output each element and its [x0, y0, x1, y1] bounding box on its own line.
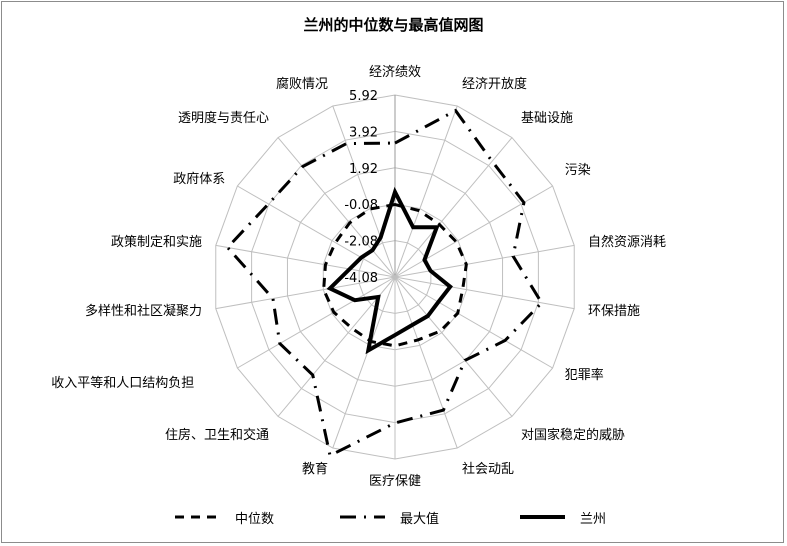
grid-spoke [394, 276, 575, 310]
category-label: 犯罪率 [564, 367, 604, 383]
grid-spoke [332, 105, 396, 278]
chart-title: 兰州的中位数与最高值网图 [303, 16, 484, 34]
category-label: 对国家稳定的威胁 [520, 428, 625, 444]
grid-spoke [277, 276, 396, 417]
axis-tick-label: -0.08 [344, 198, 378, 213]
legend-label: 中位数 [235, 512, 275, 527]
series-line-兰州 [326, 186, 453, 355]
grid-spoke [237, 185, 396, 278]
axis-tick-label: 3.92 [349, 125, 378, 140]
category-label: 社会动乱 [462, 462, 515, 478]
grid-spoke [394, 276, 458, 449]
grid-spoke [215, 244, 396, 278]
legend-label: 最大值 [400, 512, 440, 527]
category-label: 经济绩效 [369, 65, 422, 80]
category-label: 多样性和社区凝聚力 [84, 303, 202, 319]
grid-spoke [394, 244, 575, 278]
axis-tick-label: 5.92 [349, 89, 378, 104]
grid-spoke [215, 276, 396, 310]
legend-label: 兰州 [580, 512, 607, 527]
grid-spoke [237, 276, 396, 369]
grid-spoke [394, 185, 553, 278]
category-label: 住房、卫生和交通 [165, 428, 270, 444]
series-line-最大值 [225, 108, 544, 458]
category-label: 透明度与责任心 [178, 110, 270, 126]
category-label: 污染 [564, 163, 591, 178]
axis-tick-label: -4.08 [344, 271, 378, 286]
category-label: 腐败情况 [275, 76, 328, 92]
category-label: 医疗保健 [369, 474, 422, 489]
category-label: 收入平等和人口结构负担 [51, 376, 195, 391]
category-label: 基础设施 [520, 110, 573, 126]
category-label: 经济开放度 [462, 76, 528, 92]
category-label: 教育 [301, 462, 328, 478]
grid-spoke [277, 137, 396, 278]
grid-spoke [394, 276, 513, 417]
category-label: 环保措施 [588, 303, 641, 319]
axis-tick-label: -2.08 [344, 235, 378, 250]
category-label: 政策制定和实施 [110, 235, 202, 251]
category-label: 政府体系 [173, 171, 226, 187]
category-label: 自然资源消耗 [588, 235, 667, 251]
grid-spoke [394, 105, 458, 278]
grid-spoke [332, 276, 396, 449]
grid-spoke [394, 137, 513, 278]
grid-spoke [394, 276, 553, 369]
axis-tick-label: 1.92 [349, 162, 378, 177]
